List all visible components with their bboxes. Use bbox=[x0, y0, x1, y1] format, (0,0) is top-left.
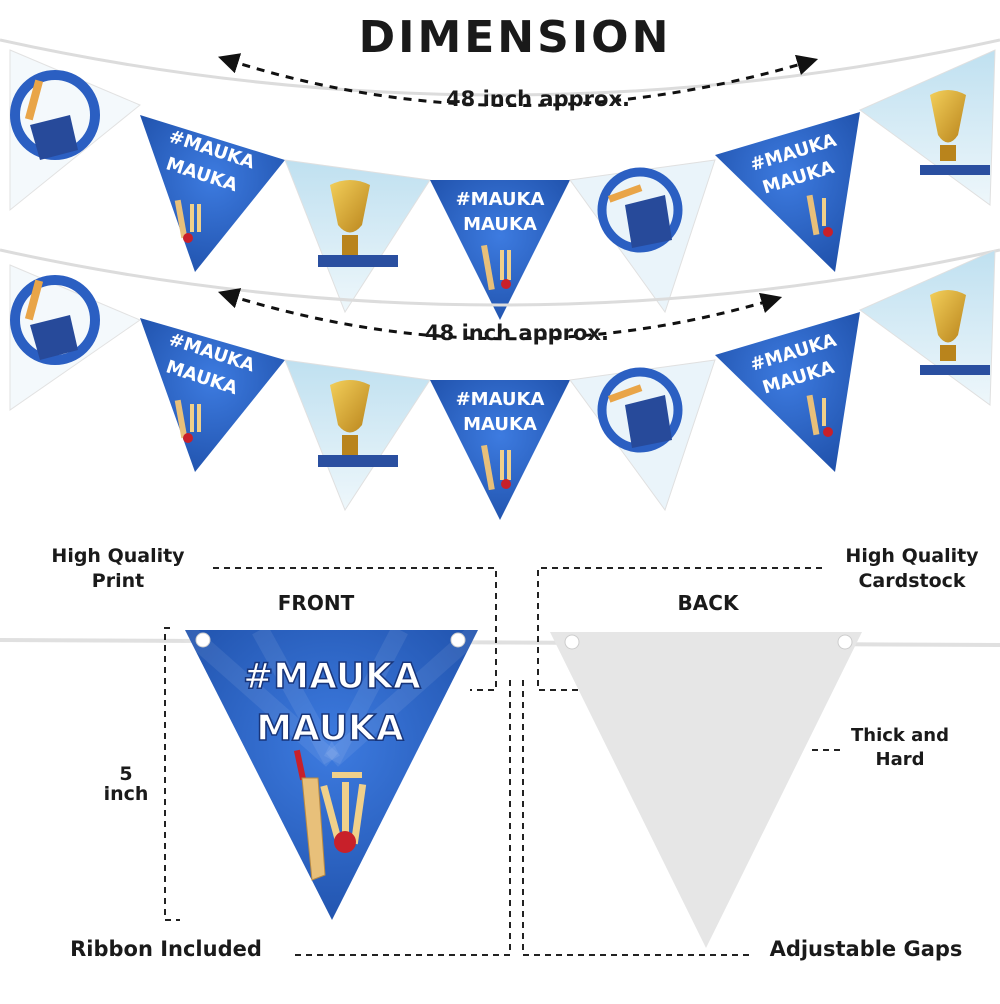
flag-line1: #MAUKA bbox=[456, 389, 545, 410]
callout-lines bbox=[164, 567, 845, 956]
height-label-line1: 5 bbox=[119, 763, 132, 785]
flag-trophy bbox=[284, 359, 431, 512]
flag-blue: #MAUKA MAUKA bbox=[140, 115, 285, 272]
height-label-line2: inch bbox=[104, 783, 149, 805]
ball-icon bbox=[334, 831, 356, 853]
width-label-upper: 48 inch approx. bbox=[446, 87, 630, 111]
flag-line2: MAUKA bbox=[463, 414, 537, 435]
flag-line2: MAUKA bbox=[463, 214, 537, 235]
bunting-upper: #MAUKA MAUKA #MAUKA MAUKA bbox=[0, 38, 1000, 320]
ribbon-label: Ribbon Included bbox=[70, 937, 262, 961]
front-flag-line2: MAUKA bbox=[256, 708, 404, 749]
flag-blue: #MAUKA MAUKA bbox=[715, 112, 860, 272]
front-flag-line1: #MAUKA bbox=[243, 656, 421, 697]
thick-label-line1: Thick and bbox=[851, 725, 949, 746]
stumps-icon bbox=[320, 772, 367, 845]
back-label: BACK bbox=[678, 591, 740, 615]
flag-player bbox=[569, 159, 716, 314]
flag-line1: #MAUKA bbox=[456, 189, 545, 210]
width-arrow-lower bbox=[217, 288, 783, 341]
width-label-lower: 48 inch approx. bbox=[425, 321, 609, 345]
flag-blue: #MAUKA MAUKA bbox=[430, 380, 570, 520]
title: DIMENSION bbox=[359, 12, 672, 63]
flag-blue: #MAUKA MAUKA bbox=[140, 318, 285, 472]
flag-trophy bbox=[859, 249, 996, 406]
flag-trophy bbox=[284, 159, 431, 314]
flag-player bbox=[9, 264, 142, 411]
cardstock-label-line2: Cardstock bbox=[858, 570, 965, 592]
print-label-line1: High Quality bbox=[51, 545, 185, 567]
print-label-line2: Print bbox=[92, 570, 144, 592]
flag-player bbox=[9, 49, 141, 212]
gaps-label: Adjustable Gaps bbox=[770, 937, 963, 961]
flag-trophy bbox=[859, 49, 996, 206]
width-arrow-upper bbox=[217, 53, 819, 107]
front-flag: #MAUKA MAUKA bbox=[179, 623, 484, 920]
front-label: FRONT bbox=[278, 591, 355, 615]
back-flag bbox=[550, 632, 862, 948]
cardstock-label-line1: High Quality bbox=[845, 545, 979, 567]
flag-blue: #MAUKA MAUKA bbox=[715, 312, 860, 472]
bunting-lower: #MAUKA MAUKA #MAUKA MAUKA bbox=[0, 248, 1000, 520]
thick-label-line2: Hard bbox=[876, 749, 925, 770]
flag-player bbox=[569, 359, 716, 512]
bat-icon bbox=[293, 749, 326, 881]
flag-blue: #MAUKA MAUKA bbox=[430, 180, 570, 320]
